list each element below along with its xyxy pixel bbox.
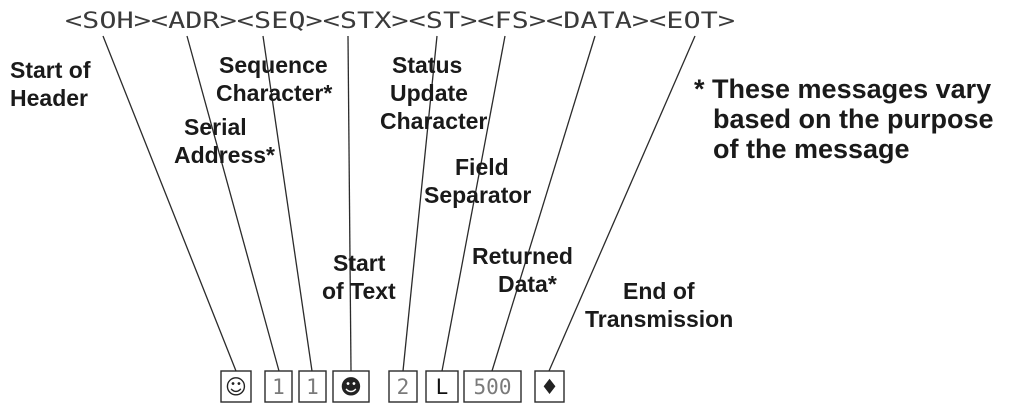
leader-stx	[347, 35, 352, 372]
leader-adr	[186, 35, 280, 372]
box-seq-char: 1	[306, 375, 319, 399]
label-returned-data: Returned Data*	[472, 243, 579, 297]
label-end-of-transmission: End of Transmission	[585, 278, 733, 332]
box-st: 2	[388, 370, 418, 403]
leader-data	[491, 35, 596, 372]
label-start-of-text: Start of Text	[322, 250, 396, 304]
note-text: * These messages vary based on the purpo…	[694, 74, 1001, 164]
label-field-separator: Field Separator	[424, 154, 531, 208]
box-stx-char: ☻	[340, 375, 362, 399]
leader-seq	[262, 35, 313, 372]
box-stx: ☻	[332, 370, 370, 403]
leader-st	[402, 35, 438, 372]
label-sequence-character: Sequence Character*	[216, 52, 334, 106]
box-soh: ☺	[220, 370, 252, 403]
message-boxes: ☺ 1 1 ☻ 2 L 500 ♦	[220, 370, 565, 403]
box-st-char: 2	[397, 375, 410, 399]
box-adr: 1	[264, 370, 293, 403]
label-serial-address: Serial Address*	[174, 114, 275, 168]
box-eot-char: ♦	[540, 375, 559, 399]
leader-lines	[102, 35, 696, 372]
box-eot: ♦	[534, 370, 565, 403]
box-data-value: 500	[474, 375, 512, 399]
box-seq: 1	[298, 370, 327, 403]
leader-fs	[441, 35, 506, 372]
box-adr-char: 1	[272, 375, 285, 399]
leader-soh	[102, 35, 237, 372]
box-data: 500	[463, 370, 522, 403]
label-start-of-header: Start of Header	[10, 57, 97, 111]
message-sequence: <SOH><ADR><SEQ><STX><ST><FS><DATA><EOT>	[65, 9, 735, 34]
box-fs: L	[425, 370, 459, 403]
leader-eot	[548, 35, 696, 372]
label-status-update-character: Status Update Character	[380, 52, 487, 134]
box-soh-char: ☺	[225, 375, 247, 399]
box-fs-char: L	[436, 375, 449, 399]
